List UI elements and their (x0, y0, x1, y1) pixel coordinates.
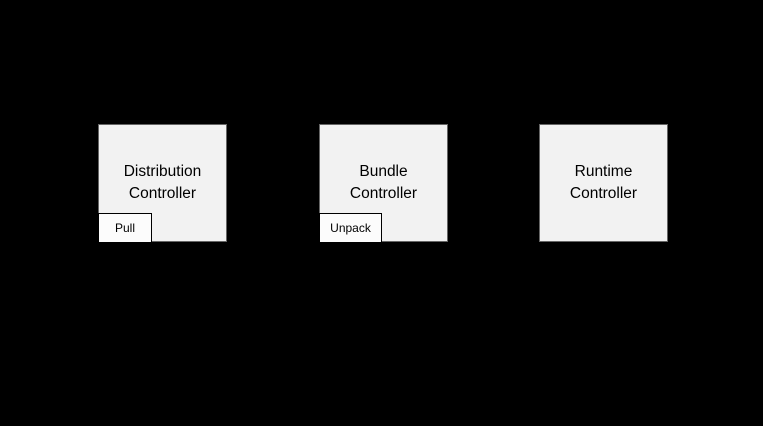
node-label-line2: Controller (128, 185, 197, 202)
node-label-line1: Runtime (574, 163, 633, 180)
node-label-line2: Controller (349, 185, 418, 202)
badge-unpack: Unpack (319, 213, 382, 243)
node-label-line1: Distribution (123, 163, 202, 180)
node-label-line2: Controller (569, 185, 638, 202)
badge-pull: Pull (98, 213, 152, 243)
node-label-line1: Bundle (359, 163, 408, 180)
